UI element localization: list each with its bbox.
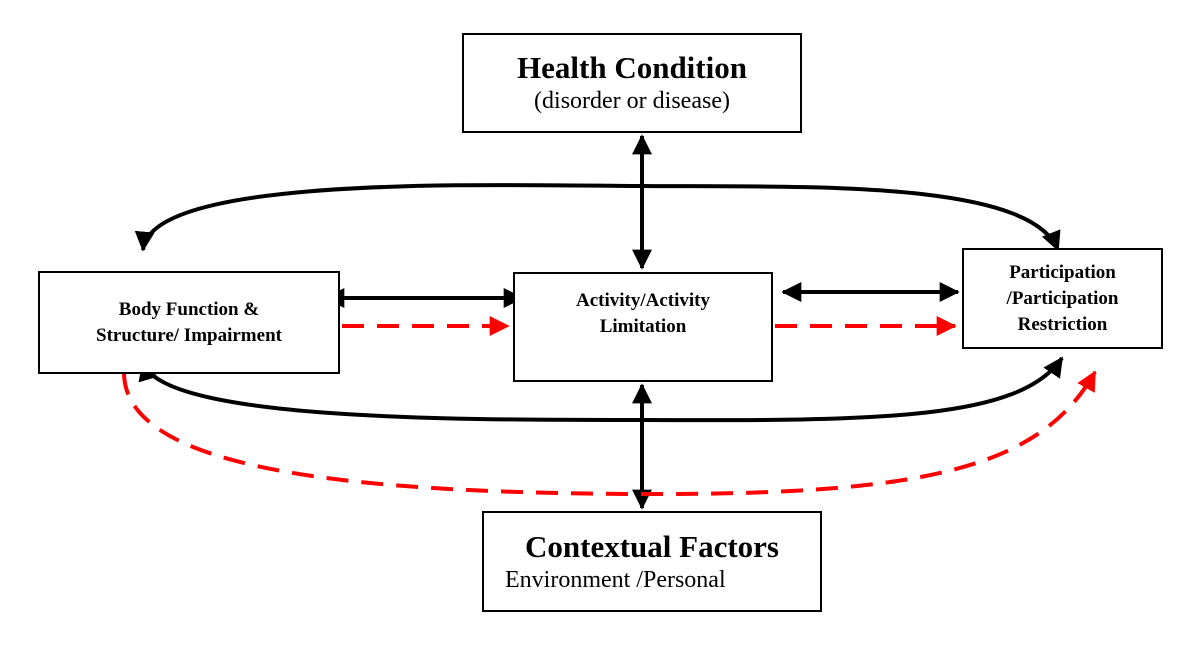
node-activity: Activity/Activity Limitation [513, 272, 773, 382]
dashed-arrow-body-participation [122, 370, 1097, 497]
arrow-body-participation-bottom [138, 356, 1064, 423]
node-health-condition: Health Condition (disorder or disease) [462, 33, 802, 133]
activity-line1: Activity/Activity [575, 290, 710, 311]
health-condition-subtitle: (disorder or disease) [534, 88, 730, 114]
contextual-factors-title: Contextual Factors [525, 528, 779, 564]
node-body-function: Body Function & Structure/ Impairment [38, 271, 340, 374]
node-participation: Participation /Participation Restriction [962, 248, 1163, 349]
activity-line2: Limitation [599, 316, 687, 337]
participation-line1: Participation [1009, 261, 1116, 283]
participation-line2: /Participation [1006, 287, 1119, 309]
health-condition-title: Health Condition [517, 50, 747, 85]
arrow-body-participation-top [134, 183, 1061, 252]
body-function-line1: Body Function & [118, 298, 260, 320]
contextual-factors-subtitle: Environment /Personal [505, 566, 726, 593]
node-contextual-factors: Contextual Factors Environment /Personal [482, 511, 822, 612]
participation-line3: Restriction [1017, 313, 1108, 335]
body-function-line2: Structure/ Impairment [96, 324, 282, 346]
